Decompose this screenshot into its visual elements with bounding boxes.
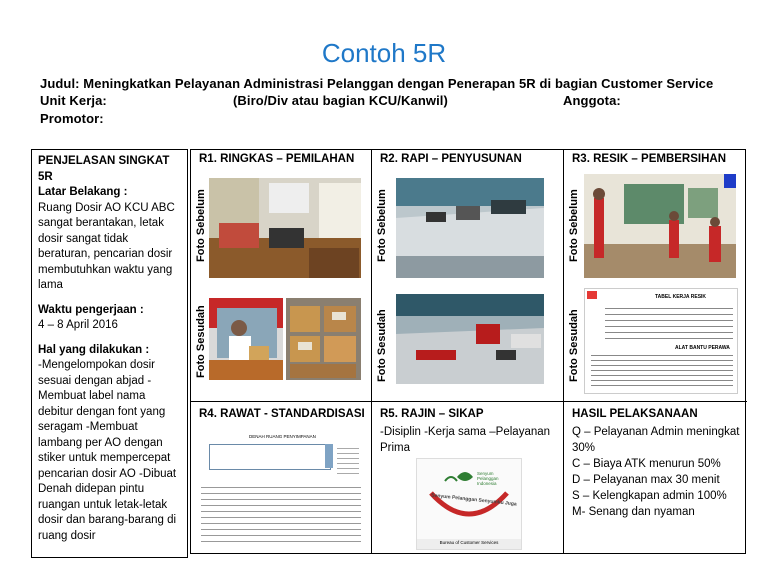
waktu-label: Waktu pengerjaan : [38,303,144,316]
waktu-text: 4 – 8 April 2016 [38,319,118,331]
r3-doc-logo-icon [587,291,597,299]
r3-photo-before [584,174,736,278]
r2-sebelum-label: Foto Sebelum [376,189,388,262]
explanation-heading: PENJELASAN SINGKAT 5R [38,155,170,183]
r2-sesudah-label: Foto Sesudah [376,309,388,382]
r5-footer-text: Bureau of Customer Services [439,540,499,545]
r3-table-doc: TABEL KERJA RESIK ALAT BANTU PERAWA [584,288,738,394]
hal-text: -Mengelompokan dosir sesuai dengan abjad… [38,359,177,542]
hasil-item-d: D – Pelayanan max 30 menit [572,474,720,486]
r1-photo-before [209,178,361,278]
judul-line: Judul: Meningkatkan Pelayanan Administra… [40,76,714,91]
r2-photo-before [396,178,544,278]
hasil-cell: HASIL PELAKSANAAN Q – Pelayanan Admin me… [564,402,747,553]
hasil-item-s: S – Kelengkapan admin 100% [572,490,727,502]
r5-cell: R5. RAJIN – SIKAP -Disiplin -Kerja sama … [372,402,564,553]
r4-cell: R4. RAWAT - STANDARDISASI DENAH RUANG PE… [191,402,372,553]
r4-floorplan [209,444,331,470]
r5-smile-logo-icon [417,472,521,549]
promotor-label: Promotor: [40,111,104,126]
unit-kerja-label: Unit Kerja: [40,93,107,108]
r1-cell: R1. RINGKAS – PEMILAHAN Foto Sebelum Fot… [191,150,372,402]
r5-text: -Disiplin -Kerja sama –Pelayanan Prima [380,426,551,454]
r3-table2-title: ALAT BANTU PERAWA [675,345,730,351]
r2-title: R2. RAPI – PENYUSUNAN [380,153,522,165]
r3-table-1 [605,303,733,341]
r4-doc-title: DENAH RUANG PENYIMPANAN [249,434,316,439]
r5-logo-text: Senyum Pelanggan Indonesia [477,471,499,486]
r3-title: R3. RESIK – PEMBERSIHAN [572,153,727,165]
biro-label: (Biro/Div atau bagian KCU/Kanwil) [233,93,448,108]
r1-title: R1. RINGKAS – PEMILAHAN [199,153,355,165]
r4-denah-doc: DENAH RUANG PENYIMPANAN [201,434,361,546]
r3-sesudah-label: Foto Sesudah [568,309,580,382]
r1-photo-after-1 [209,298,283,380]
r3-table-title: TABEL KERJA RESIK [655,294,707,300]
hasil-title: HASIL PELAKSANAAN [572,408,698,420]
r5-title: R5. RAJIN – SIKAP [380,408,484,420]
hasil-item-c: C – Biaya ATK menurun 50% [572,458,721,470]
latar-text: Ruang Dosir AO KCU ABC sangat berantakan… [38,201,175,292]
anggota-label: Anggota: [563,93,621,108]
r3-sebelum-label: Foto Sebelum [568,189,580,262]
r4-title: R4. RAWAT - STANDARDISASI [199,408,365,420]
r2-cell: R2. RAPI – PENYUSUNAN Foto Sebelum Foto … [372,150,564,402]
hasil-item-m: M- Senang dan nyaman [572,506,695,518]
five-r-grid: R1. RINGKAS – PEMILAHAN Foto Sebelum Fot… [190,149,747,554]
r3-cell: R3. RESIK – PEMBERSIHAN Foto Sebelum Fot… [564,150,747,402]
hal-label: Hal yang dilakukan : [38,343,150,356]
r5-logo-card: Senyum Pelanggan Indonesia Senyum Pelang… [416,458,522,550]
r4-table [201,482,361,542]
r2-photo-after [396,294,544,384]
r3-table-2 [591,351,733,389]
hasil-item-q: Q – Pelayanan Admin meningkat 30% [572,426,740,454]
latar-label: Latar Belakang : [38,186,128,198]
explanation-box: PENJELASAN SINGKAT 5R Latar Belakang : R… [31,149,188,558]
page-title: Contoh 5R [321,38,447,68]
r1-photo-after-2 [286,298,361,380]
r1-sebelum-label: Foto Sebelum [195,189,207,262]
r4-legend [337,444,359,474]
r4-floorplan-block [325,444,333,468]
r1-sesudah-label: Foto Sesudah [195,305,207,378]
